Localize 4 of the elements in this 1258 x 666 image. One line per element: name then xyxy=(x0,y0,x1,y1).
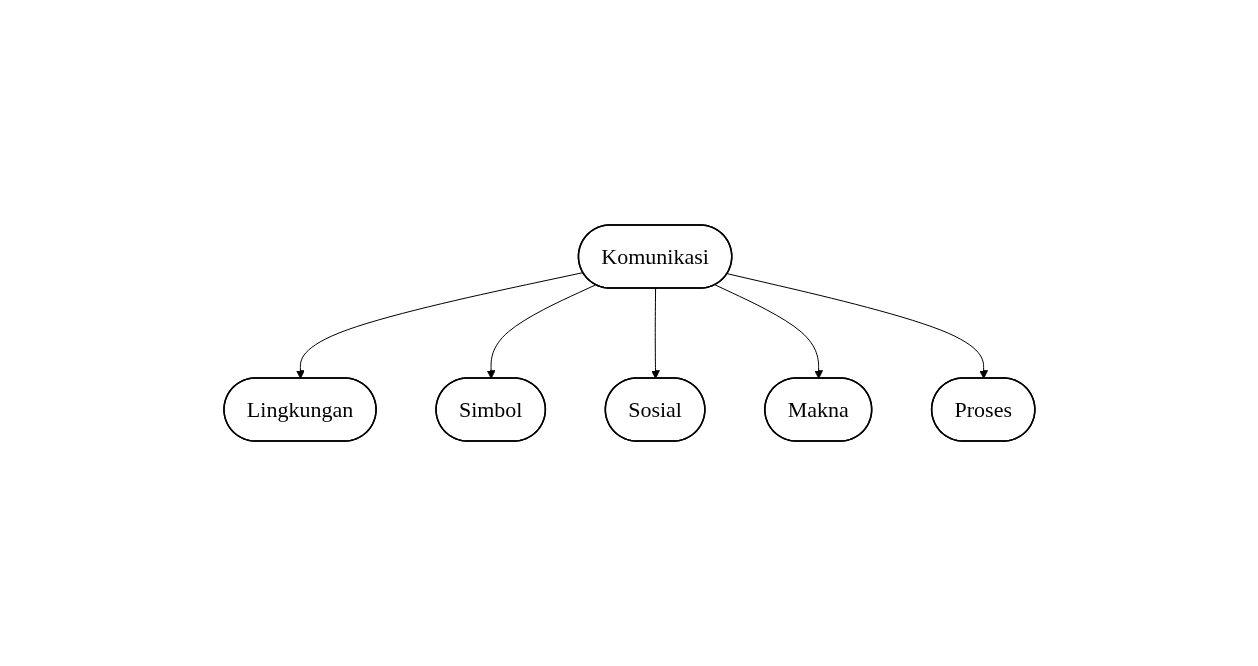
arrow xyxy=(650,288,660,379)
arrow xyxy=(726,273,988,379)
arrow xyxy=(486,284,596,379)
arrow xyxy=(714,284,823,379)
